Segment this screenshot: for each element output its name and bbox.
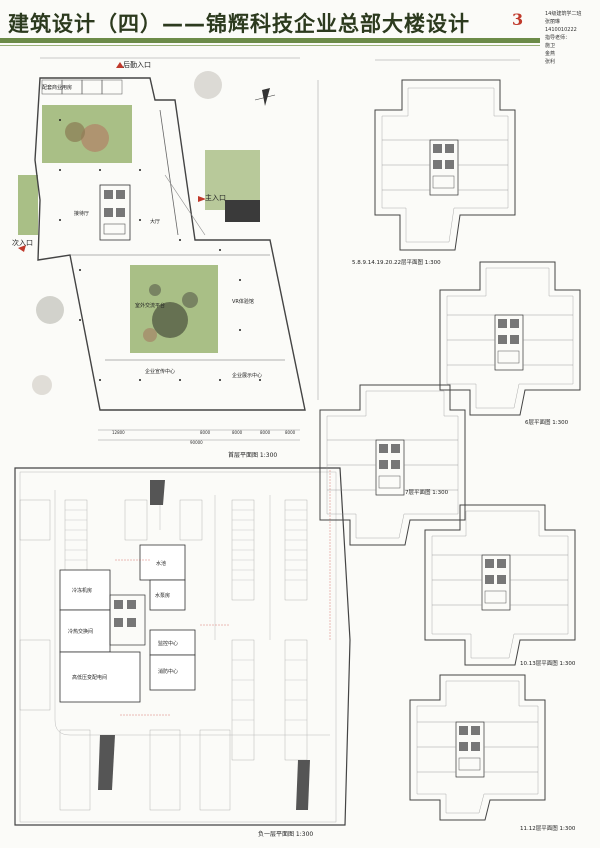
svg-text:8000: 8000 bbox=[260, 430, 271, 435]
svg-text:8000: 8000 bbox=[232, 430, 243, 435]
label-fire-control: 消防中心 bbox=[158, 669, 179, 675]
label-secondary-entrance: 次入口 bbox=[12, 239, 33, 247]
page-number: 3 bbox=[512, 10, 524, 29]
room-heat bbox=[59, 609, 111, 653]
plan-floor-11-12 bbox=[409, 674, 546, 821]
label-rear-entrance: 后勤入口 bbox=[123, 61, 151, 69]
label-cold-room: 冷冻机房 bbox=[72, 588, 93, 594]
ramp bbox=[150, 480, 165, 505]
sheet-title: 建筑设计（四）——锦辉科技企业总部大楼设计 bbox=[8, 12, 470, 36]
label-center-2: 企业展示中心 bbox=[232, 373, 263, 379]
label-water-tank: 水池 bbox=[156, 561, 167, 567]
tree bbox=[81, 124, 109, 152]
ramp bbox=[98, 735, 115, 790]
room-cold bbox=[59, 569, 111, 611]
info-advisor-3: 张利 bbox=[545, 59, 556, 65]
label-pump: 水泵房 bbox=[155, 593, 171, 599]
caption-floor-11-12: 11.12层平面图 1:300 bbox=[520, 826, 576, 832]
label-center-1: 企业宣传中心 bbox=[145, 369, 176, 375]
ground-core bbox=[99, 184, 131, 241]
label-monitor: 监控中心 bbox=[158, 641, 179, 647]
room-water bbox=[139, 544, 186, 581]
main-entrance-arrow-icon bbox=[198, 196, 206, 202]
info-advisor: 指导老师： bbox=[545, 35, 571, 41]
ground-floor-outline bbox=[34, 77, 306, 411]
title-bar bbox=[0, 38, 540, 43]
caption-floor-6: 6层平面图 1:300 bbox=[525, 420, 569, 426]
rear-entrance-arrow-icon bbox=[116, 62, 124, 68]
svg-text:8000: 8000 bbox=[285, 430, 296, 435]
room-fire bbox=[149, 654, 196, 691]
info-advisor-2: 金燕 bbox=[545, 51, 556, 57]
plan-floor-10-13 bbox=[424, 504, 576, 666]
info-name: 张丽琳 bbox=[545, 19, 561, 25]
title-bar-line bbox=[0, 45, 540, 46]
label-main-entrance: 主入口 bbox=[205, 194, 226, 202]
caption-floor-5-22: 5.8.9.14.19.20.22层平面图 1:300 bbox=[352, 260, 441, 266]
label-substation: 高低压变配电间 bbox=[72, 675, 108, 681]
info-advisor-1: 施卫 bbox=[545, 43, 556, 49]
caption-ground-floor: 首层平面图 1:300 bbox=[228, 452, 278, 459]
room-pump bbox=[149, 579, 186, 611]
svg-text:12800: 12800 bbox=[112, 430, 125, 435]
tree bbox=[152, 302, 188, 338]
tree bbox=[194, 71, 222, 99]
basement-outline bbox=[14, 467, 351, 826]
tree bbox=[32, 375, 52, 395]
dark-patch bbox=[225, 200, 260, 222]
secondary-entrance-arrow-icon bbox=[18, 245, 26, 252]
tree bbox=[182, 292, 198, 308]
info-id: 1410010222 bbox=[545, 27, 577, 33]
label-shop: 配套商业用房 bbox=[42, 85, 73, 91]
label-heat-exchange: 冷热交换间 bbox=[68, 629, 94, 635]
svg-text:90000: 90000 bbox=[190, 440, 203, 445]
label-vr: VR体验馆 bbox=[232, 299, 254, 305]
caption-basement: 负一层平面图 1:300 bbox=[258, 831, 314, 838]
student-info-block: 14级建筑学二班 张丽琳 1410010222 指导老师： 施卫 金燕 张利 bbox=[545, 10, 581, 66]
info-class: 14级建筑学二班 bbox=[545, 11, 582, 17]
ramp bbox=[296, 760, 310, 810]
lawn-west bbox=[18, 175, 38, 235]
plan-floor-5-22 bbox=[374, 79, 516, 251]
plan-floor-7 bbox=[319, 384, 466, 546]
tree bbox=[143, 328, 157, 342]
label-hall: 大厅 bbox=[150, 219, 161, 225]
tree bbox=[36, 296, 64, 324]
tree bbox=[149, 284, 161, 296]
plan-floor-6 bbox=[439, 261, 581, 416]
room-substation bbox=[59, 651, 141, 703]
svg-text:8000: 8000 bbox=[200, 430, 211, 435]
label-lobby: 接待厅 bbox=[74, 211, 90, 217]
caption-floor-10-13: 10.13层平面图 1:300 bbox=[520, 661, 576, 667]
label-exchange: 室外交流平台 bbox=[135, 303, 166, 309]
caption-floor-7: 7层平面图 1:300 bbox=[405, 490, 449, 496]
tree bbox=[65, 122, 85, 142]
